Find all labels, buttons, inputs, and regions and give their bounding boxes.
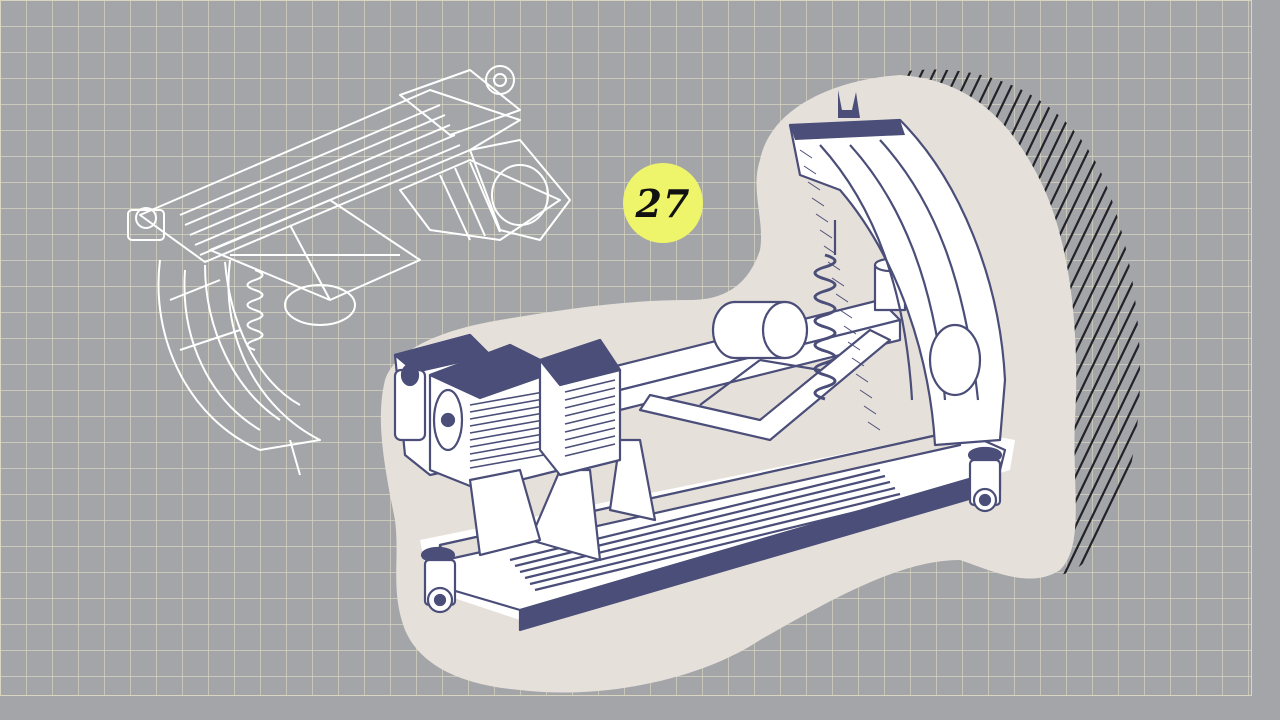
page-number-badge: 27 xyxy=(623,163,703,243)
page-number-text: 27 xyxy=(635,180,691,226)
